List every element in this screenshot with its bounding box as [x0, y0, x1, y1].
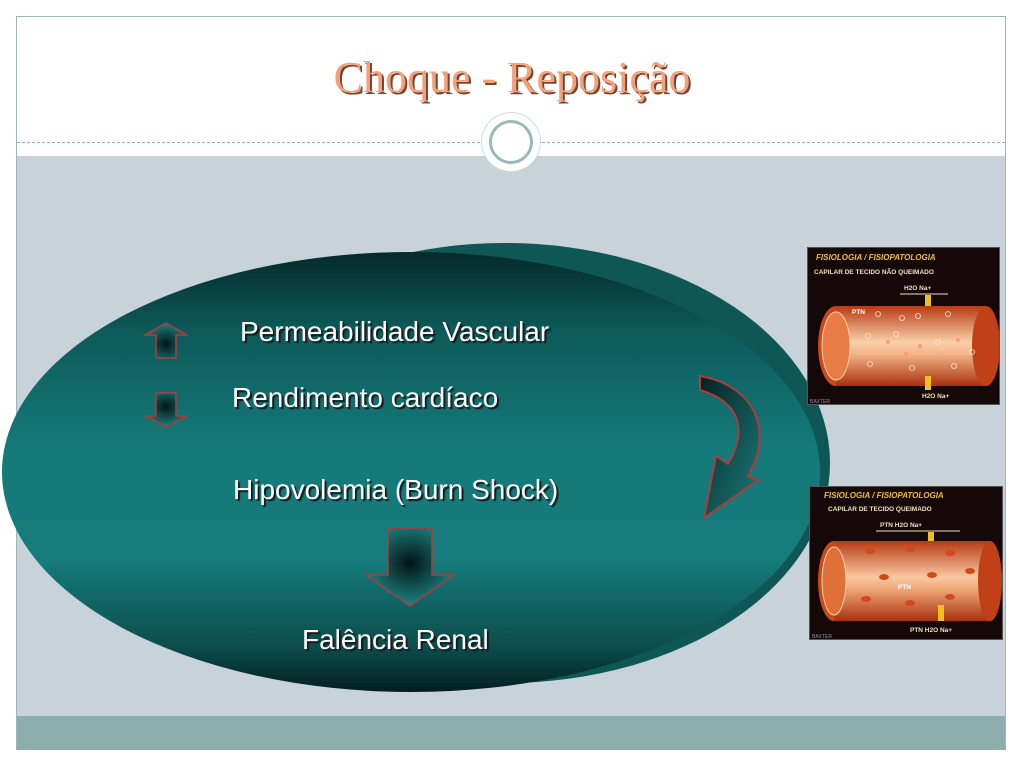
thumb-top-footer: BAXTER [810, 399, 830, 405]
line-rendimento: Rendimento cardíaco [232, 382, 499, 413]
thumb-top-ptn: PTN [852, 309, 865, 316]
line-hipovolemia: Hipovolemia (Burn Shock) [233, 474, 559, 505]
thumb-bottom-header: FISIOLOGIA / FISIOPATOLOGIA [824, 491, 944, 500]
line-falencia: Falência Renal [302, 624, 489, 655]
main-ellipse [2, 252, 820, 692]
thumb-top-header: FISIOLOGIA / FISIOPATOLOGIA [816, 253, 936, 262]
thumb-top-label-top: H2O Na+ [904, 285, 931, 292]
thumb-bottom-label-bottom: PTN H2O Na+ [910, 627, 952, 634]
thumb-bottom-ptn: PTN [898, 584, 911, 591]
divider-ring-ornament [482, 113, 540, 171]
arrow-down-icon [144, 392, 188, 428]
curved-arrow-icon [699, 374, 761, 521]
thumb-top-label-bottom: H2O Na+ [922, 393, 949, 400]
thumb-bottom-label-top: PTN H2O Na+ [880, 522, 922, 529]
thumb-top-subheader: CAPILAR DE TECIDO NÃO QUEIMADO [814, 267, 934, 276]
big-down-arrow-icon [364, 527, 456, 607]
thumb-bottom-subheader: CAPILAR DE TECIDO QUEIMADO [828, 506, 932, 513]
footer-bar [17, 716, 1005, 750]
thumb-bottom-footer: BAXTER [812, 634, 832, 640]
slide-title: Choque - Reposição [333, 53, 691, 102]
capillary-image-normal: FISIOLOGIA / FISIOPATOLOGIA CAPILAR DE T… [807, 247, 1000, 405]
line-permeabilidade: Permeabilidade Vascular [240, 316, 550, 347]
arrow-up-icon [143, 322, 189, 359]
capillary-image-burned: FISIOLOGIA / FISIOPATOLOGIA CAPILAR DE T… [809, 486, 1003, 640]
